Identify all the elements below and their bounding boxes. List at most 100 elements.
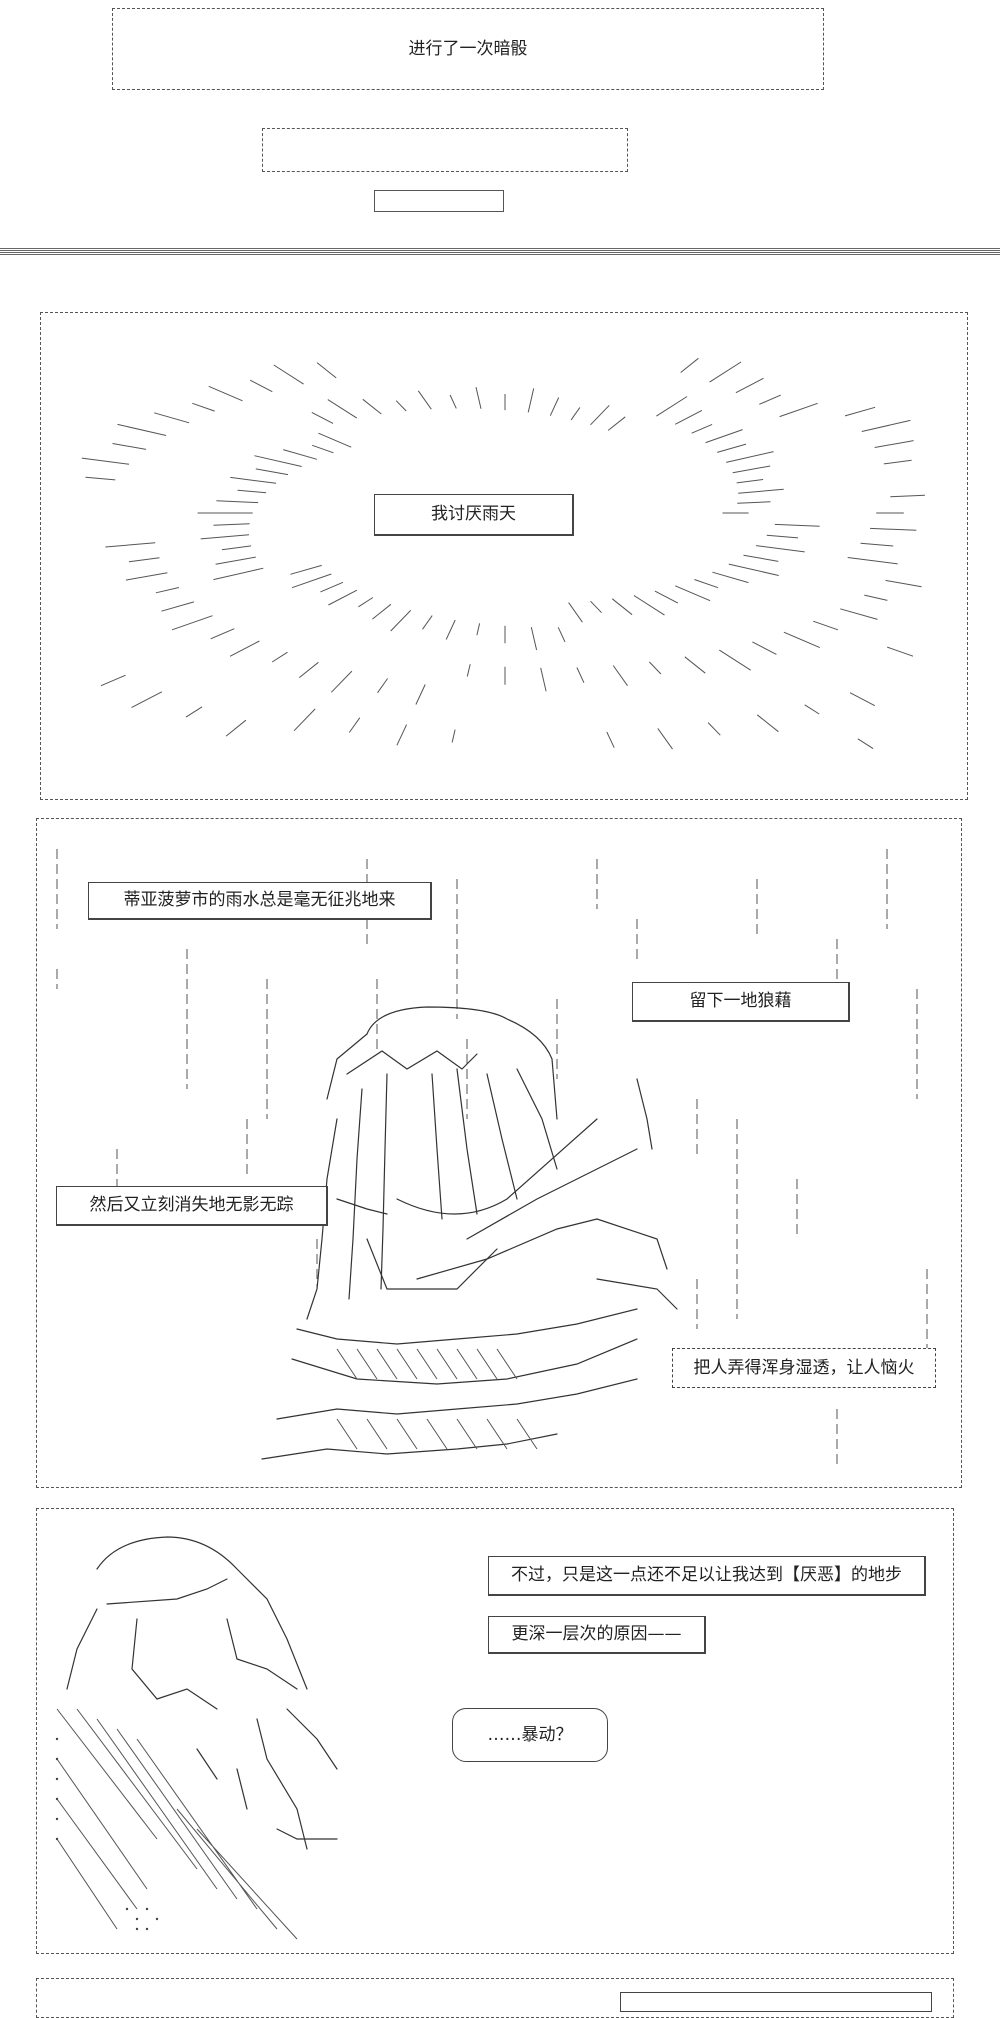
rain-streak: [707, 722, 721, 736]
panel-riot: [36, 1508, 954, 1954]
character-art: [55, 1536, 338, 1940]
rain-streak: [475, 386, 482, 409]
rain-streak: [570, 407, 581, 421]
rain-streak: [273, 364, 304, 385]
rain-streak: [293, 708, 316, 732]
rain-streak: [849, 692, 876, 707]
rain-streak: [230, 476, 277, 484]
rain-streak: [568, 602, 583, 623]
rain-streak: [417, 390, 432, 410]
rain-streak: [779, 402, 818, 418]
rain-streak: [210, 628, 235, 640]
caption-box-rain: 我讨厌雨天: [374, 494, 574, 536]
rain-streak: [200, 534, 250, 540]
rain-streak: [606, 731, 615, 748]
rain-streak: [237, 489, 267, 494]
rain-streak: [128, 557, 160, 563]
rain-streak: [154, 412, 190, 424]
rain-streak: [857, 738, 874, 750]
caption-rain-text: 我讨厌雨天: [431, 504, 516, 524]
rain-streak: [844, 406, 876, 417]
caption-box-vanish: 然后又立刻消失地无影无踪: [56, 1186, 328, 1226]
rain-streak: [590, 600, 602, 614]
empty-frame-small: [374, 190, 504, 212]
rain-streak: [813, 620, 839, 631]
section-divider: [0, 248, 1000, 255]
speech-bubble-riot: ……暴动？: [452, 1708, 608, 1762]
rain-streak: [648, 661, 662, 675]
rain-streak: [540, 667, 547, 692]
rain-streak: [883, 459, 912, 465]
rain-streak: [607, 416, 626, 431]
rain-streak: [590, 404, 610, 426]
rain-streak: [549, 397, 560, 416]
diagonal-streaks: [56, 1708, 298, 1940]
rain-streak: [756, 545, 805, 553]
rain-streak: [215, 556, 256, 565]
rain-streak: [283, 449, 318, 460]
rain-streak: [316, 362, 337, 379]
rain-streak: [312, 444, 334, 454]
rain-streak: [756, 714, 779, 733]
rain-streak: [81, 457, 130, 465]
rain-streak: [732, 465, 771, 474]
rain-streak: [377, 678, 389, 694]
rain-streak: [348, 717, 361, 733]
rain-streak: [476, 623, 481, 636]
empty-frame-wide: [262, 128, 628, 172]
rain-streak: [719, 649, 751, 671]
rain-streak: [112, 443, 147, 450]
rain-streak: [291, 573, 332, 589]
rain-streak: [255, 468, 289, 476]
caption-box-mess: 留下一地狼藉: [632, 982, 850, 1022]
rain-streak: [271, 651, 288, 663]
rain-streak: [527, 388, 535, 413]
caption-box-next-partial: [620, 1992, 932, 2012]
rain-streak: [674, 409, 703, 425]
rain-streak: [861, 419, 911, 432]
city-rain-art: [56, 849, 928, 1469]
rain-streak: [611, 598, 633, 616]
caption-vanish-text: 然后又立刻消失地无影无踪: [89, 1195, 294, 1215]
rain-streak: [161, 601, 195, 612]
rain-streak: [311, 411, 334, 424]
rain-streak: [885, 579, 922, 588]
rain-streak: [328, 589, 358, 606]
umbrella-figure: [261, 1006, 678, 1460]
rain-streak: [576, 667, 585, 683]
rain-streak: [737, 501, 771, 504]
rain-streak: [874, 440, 914, 448]
rain-streak: [327, 399, 358, 419]
rain-streak: [390, 610, 412, 632]
caption-mess-text: 留下一地狼藉: [689, 991, 792, 1011]
rain-streak: [735, 377, 764, 394]
rain-streak: [675, 585, 711, 602]
rain-streak: [208, 385, 243, 402]
rain-streak: [372, 603, 392, 620]
panel-rain-burst: [40, 312, 968, 800]
caption-box-not-enough: 不过，只是这一点还不足以让我达到【厌恶】的地步: [488, 1556, 926, 1596]
rain-streak: [847, 557, 898, 565]
rain-streak: [100, 674, 126, 687]
rain-streak: [726, 451, 774, 463]
rain-burst-art: [81, 357, 925, 750]
rain-streak: [320, 581, 344, 593]
rain-streak: [396, 724, 408, 746]
rain-streak: [612, 665, 628, 686]
title-text: 进行了一次暗骰: [408, 38, 528, 59]
character-figure: [66, 1536, 338, 1850]
rain-streak: [216, 500, 259, 504]
rain-streak: [105, 542, 156, 548]
rain-streak: [395, 400, 407, 412]
rain-streak: [743, 554, 779, 562]
rain-streak: [125, 572, 168, 581]
rain-streak: [213, 567, 264, 581]
rain-streak: [870, 527, 917, 531]
rain-streak: [330, 670, 353, 693]
panel-city-rain: [36, 818, 962, 1488]
rain-streak: [249, 379, 273, 393]
rain-streak: [155, 587, 180, 594]
shading-hatch: [336, 1348, 538, 1450]
rain-streak: [766, 534, 799, 539]
rain-streak: [171, 615, 213, 631]
